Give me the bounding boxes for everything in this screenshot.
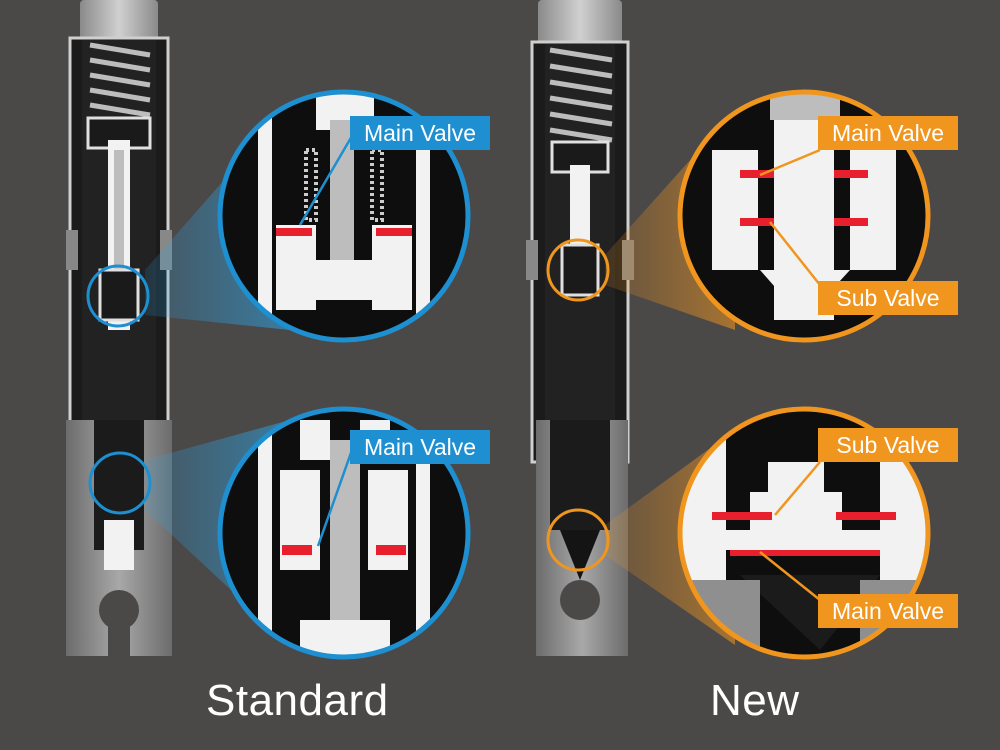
new-upper-main-valve-label: Main Valve	[832, 120, 944, 146]
new-lower-main-valve-callout: Main Valve	[818, 594, 958, 628]
standard-upper-zoom: Main Valve	[217, 89, 490, 343]
standard-lower-main-valve-callout: Main Valve	[350, 430, 490, 464]
new-spring	[549, 47, 613, 143]
new-caption: New	[710, 676, 800, 725]
standard-lower-zoom: Main Valve	[217, 406, 490, 660]
standard-caption: Standard	[206, 676, 389, 725]
new-upper-locator	[546, 238, 610, 302]
new-upper-zoom: Main Valve Sub Valve	[677, 89, 958, 343]
standard-spring	[89, 42, 151, 118]
new-lower-sub-valve-label: Sub Valve	[836, 432, 939, 458]
standard-upper-locator	[86, 264, 150, 328]
standard-upper-main-valve-callout: Main Valve	[350, 116, 490, 150]
new-lower-zoom: Sub Valve Main Valve	[677, 406, 958, 660]
standard-lower-locator	[88, 451, 152, 515]
new-lower-locator	[546, 508, 610, 572]
new-upper-sub-valve-callout: Sub Valve	[818, 281, 958, 315]
new-lower-main-valve-label: Main Valve	[832, 598, 944, 624]
standard-lower-main-valve-label: Main Valve	[364, 434, 476, 460]
new-lower-sub-valve-callout: Sub Valve	[818, 428, 958, 462]
standard-shock-body	[66, 0, 172, 656]
new-upper-sub-valve-label: Sub Valve	[836, 285, 939, 311]
new-upper-main-valve-callout: Main Valve	[818, 116, 958, 150]
standard-upper-main-valve-label: Main Valve	[364, 120, 476, 146]
